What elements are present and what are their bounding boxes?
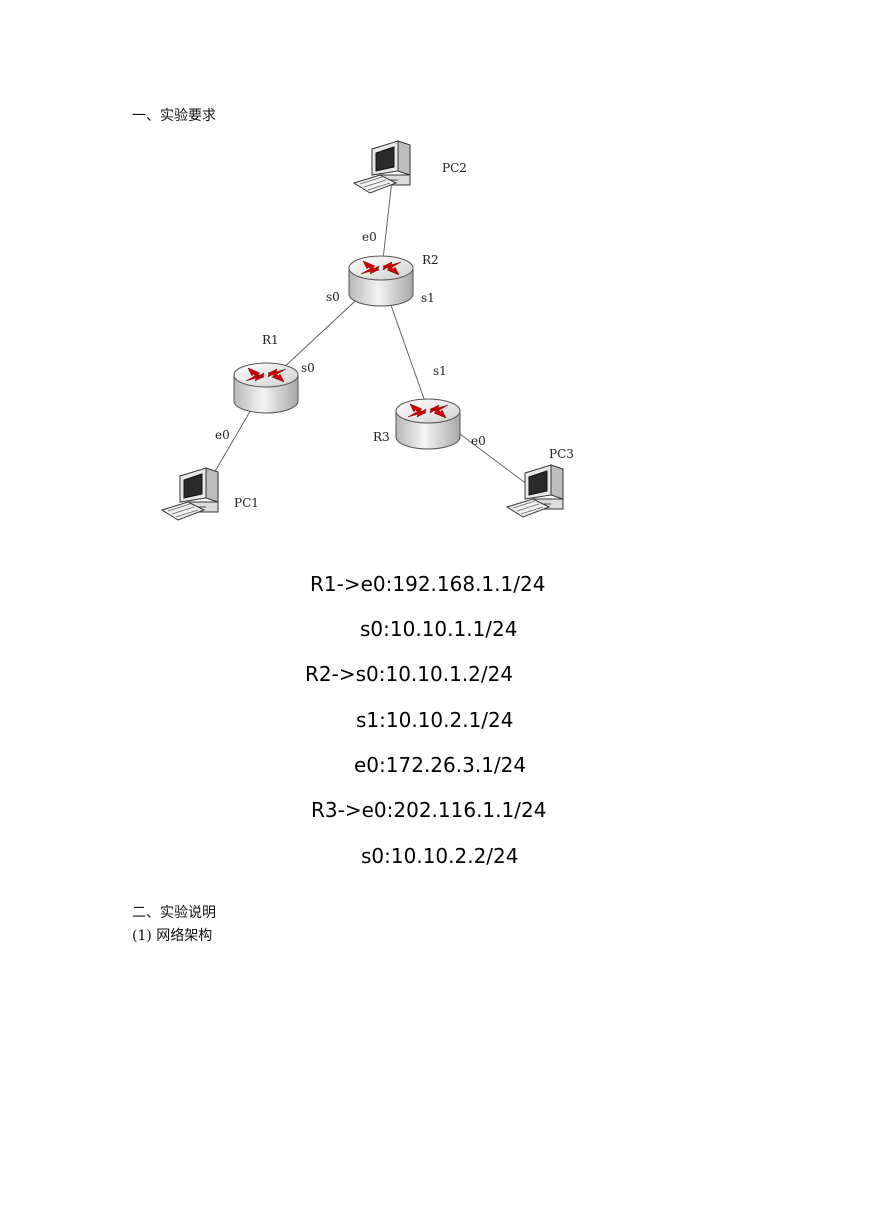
- section-heading-explanation: 二、实验说明: [132, 905, 216, 921]
- router-r2-icon: [348, 255, 414, 307]
- router-r1-icon: [233, 362, 299, 414]
- pc3-icon: [506, 464, 564, 518]
- section-heading-requirements: 一、实验要求: [132, 108, 216, 124]
- label-pc3: PC3: [549, 447, 574, 461]
- label-r2-s0: s0: [326, 290, 340, 304]
- pc2-icon: [353, 140, 411, 194]
- config-line-r2-s0: R2->s0:10.10.1.2/24: [305, 662, 514, 686]
- config-line-r2-s1: s1:10.10.2.1/24: [356, 708, 514, 732]
- label-r1-e0: e0: [215, 428, 230, 442]
- list-item-network-architecture: (1) 网络架构: [132, 928, 213, 944]
- label-r1-s0: s0: [301, 361, 315, 375]
- config-line-r1-s0: s0:10.10.1.1/24: [360, 617, 518, 641]
- label-r2-e0: e0: [362, 230, 377, 244]
- config-line-r3-s0: s0:10.10.2.2/24: [361, 844, 519, 868]
- label-pc2: PC2: [442, 161, 467, 175]
- config-line-r3-e0: R3->e0:202.116.1.1/24: [311, 798, 547, 822]
- label-r2: R2: [422, 253, 439, 267]
- config-line-r2-e0: e0:172.26.3.1/24: [354, 753, 527, 777]
- label-r3: R3: [373, 430, 390, 444]
- label-r2-s1: s1: [421, 291, 435, 305]
- pc1-icon: [161, 467, 219, 521]
- label-r1: R1: [262, 333, 279, 347]
- label-pc1: PC1: [234, 496, 259, 510]
- network-topology-diagram: PC2 R2 R1 R3 PC1 PC3 e0 s0 s1 s0 e0 s1 e…: [161, 140, 574, 521]
- config-line-r1-e0: R1->e0:192.168.1.1/24: [310, 572, 546, 596]
- label-r3-s1: s1: [433, 364, 447, 378]
- router-r3-icon: [395, 398, 461, 450]
- label-r3-e0: e0: [471, 434, 486, 448]
